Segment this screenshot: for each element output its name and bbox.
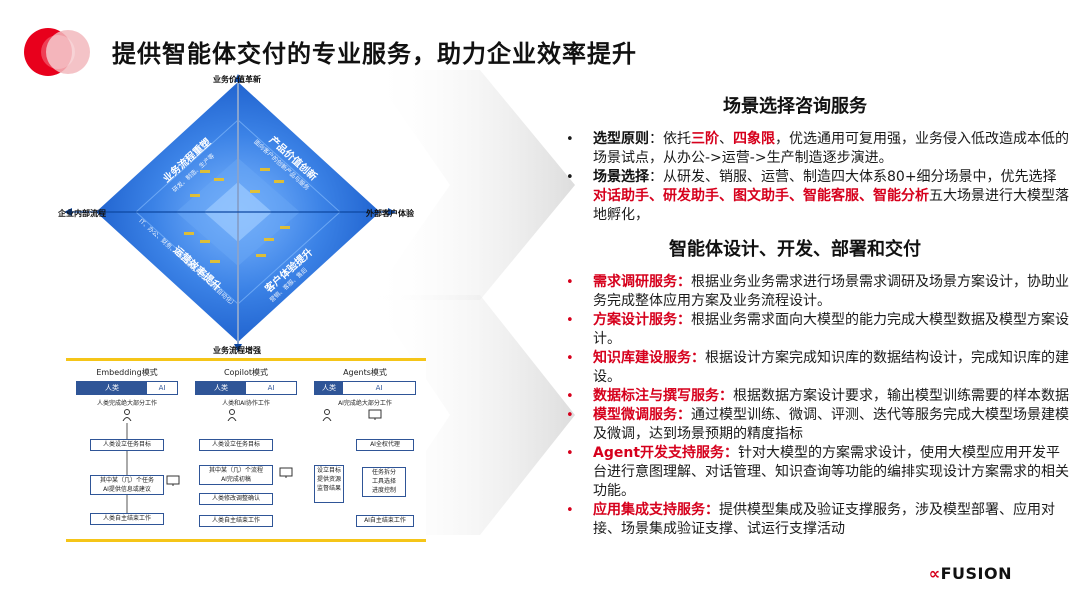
page-title: 提供智能体交付的专业服务，助力企业效率提升 <box>112 40 637 68</box>
item-text: 根据数据方案设计要求，输出模型训练需要的样本数据 <box>733 388 1069 404</box>
item-key: 需求调研服务： <box>593 274 691 290</box>
item-key: 数据标注与撰写服务： <box>593 388 733 404</box>
mode-title: Agents模式 <box>343 368 387 377</box>
role-bar: 人类 AI <box>195 381 297 395</box>
axis-top-label: 业务价值革新 <box>213 75 261 84</box>
bullet: • <box>566 446 574 461</box>
role-ai: AI <box>246 382 296 394</box>
step-box: AI全权代理 <box>356 439 414 451</box>
step-box: 人类设立任务目标 <box>90 439 164 451</box>
item-text: 五大场景进行大模型落地孵化， <box>593 188 1069 223</box>
brand-name: FUSION <box>940 564 1012 583</box>
mode-desc: 人类和AI协作工作 <box>222 400 270 407</box>
brand-mark-icon: ∝ <box>928 564 941 583</box>
list-item: • Agent开发支持服务：针对大模型的方案需求设计，使用大模型应用开发平台进行意… <box>560 444 1070 501</box>
bullet: • <box>566 313 574 328</box>
item-text: 针对大模型的方案需求设计，使用大模型应用开发平台进行意图理解、对话管理、知识查询… <box>593 445 1069 499</box>
brand-logo: ∝FUSION <box>929 564 1012 583</box>
item-text: 根据业务需求面向大模型的能力完成大模型数据及模型方案设计。 <box>593 312 1069 347</box>
item-key: 方案设计服务： <box>593 312 691 328</box>
section-title-delivery: 智能体设计、开发、部署和交付 <box>669 239 921 260</box>
axis-left-label: 企业内部流程 <box>58 209 106 218</box>
role-human: 人类 <box>77 382 147 394</box>
bullet: • <box>566 408 574 423</box>
role-human: 人类 <box>315 382 343 394</box>
mode-copilot: Copilot模式 人类 AI 人类和AI协作工作 人类设立任务目标 其中某（几… <box>189 367 303 529</box>
item-text: 根据业务业务需求进行场景需求调研及场景方案设计，协助业务完成整体应用方案及业务流… <box>593 274 1069 309</box>
bullet: • <box>566 170 574 185</box>
item-text: ：依托 <box>649 131 691 147</box>
item-key: Agent开发支持服务： <box>593 445 739 461</box>
list-item: • 模型微调服务：通过模型训练、微调、评测、迭代等服务完成大模型场景建模及微调，达… <box>560 406 1070 444</box>
role-ai: AI <box>343 382 415 394</box>
step-box: 人类自主结束工作 <box>90 513 164 525</box>
monitor-icon <box>279 467 293 478</box>
mode-desc: 人类完成绝大部分工作 <box>96 400 157 407</box>
list-item: • 知识库建设服务：根据设计方案完成知识库的数据结构设计，完成知识库的建设。 <box>560 349 1070 387</box>
list-item: • 需求调研服务：根据业务业务需求进行场景需求调研及场景方案设计，协助业务完成整体… <box>560 273 1070 311</box>
item-key: 应用集成支持服务： <box>593 502 719 518</box>
scenario-list: • 选型原则：依托三阶、四象限，优选通用可复用强，业务侵入低改造成本低的场景试点… <box>560 130 1070 225</box>
item-key: 选型原则 <box>593 131 649 147</box>
monitor-icon <box>368 409 382 420</box>
list-item: • 应用集成支持服务：提供模型集成及验证支撑服务，涉及模型部署、应用对接、场景集成… <box>560 501 1070 539</box>
item-highlight: 三阶 <box>691 131 719 147</box>
item-key: 场景选择 <box>593 169 649 185</box>
item-text: 提供模型集成及验证支撑服务，涉及模型部署、应用对接、场景集成验证支撑、试运行支撑… <box>593 502 1055 537</box>
person-icon <box>322 409 332 421</box>
delivery-list: • 需求调研服务：根据业务业务需求进行场景需求调研及场景方案设计，协助业务完成整体… <box>560 273 1070 539</box>
item-key: 模型微调服务： <box>593 407 691 423</box>
list-item: • 数据标注与撰写服务：根据数据方案设计要求，输出模型训练需要的样本数据 <box>560 387 1070 406</box>
axis-right-label: 外部客户体验 <box>366 209 414 218</box>
bullet: • <box>566 351 574 366</box>
mode-embedding: Embedding模式 人类 AI 人类完成绝大部分工作 人类设立任务目标 其中… <box>70 367 184 529</box>
bullet: • <box>566 132 574 147</box>
mode-title: Copilot模式 <box>223 368 269 377</box>
item-key: 知识库建设服务： <box>593 350 705 366</box>
services-panel: 场景选择咨询服务 • 选型原则：依托三阶、四象限，优选通用可复用强，业务侵入低改… <box>560 90 1070 539</box>
role-bar: 人类 AI <box>314 381 416 395</box>
axis-bottom-label: 业务流程增强 <box>213 346 261 355</box>
role-ai: AI <box>147 382 177 394</box>
step-box: 任务拆分 工具选择 进度控制 <box>362 467 406 497</box>
agent-modes-panel: Embedding模式 人类 AI 人类完成绝大部分工作 人类设立任务目标 其中… <box>66 358 426 542</box>
item-text: 、 <box>719 131 733 147</box>
step-box: 人类设立任务目标 <box>199 439 273 451</box>
step-box: 其中某（几）个任务 AI提供信息或建议 <box>90 475 164 495</box>
item-highlight: 四象限 <box>733 131 775 147</box>
section-title-scenario: 场景选择咨询服务 <box>723 96 867 117</box>
step-box: 人类修改调整确认 <box>199 493 273 505</box>
person-icon <box>122 409 132 421</box>
flow-line <box>126 423 128 513</box>
list-item: • 方案设计服务：根据业务需求面向大模型的能力完成大模型数据及模型方案设计。 <box>560 311 1070 349</box>
item-text: 根据设计方案完成知识库的数据结构设计，完成知识库的建设。 <box>593 350 1069 385</box>
mode-desc: AI完成绝大部分工作 <box>338 400 392 407</box>
list-item: • 选型原则：依托三阶、四象限，优选通用可复用强，业务侵入低改造成本低的场景试点… <box>560 130 1070 168</box>
item-text: 通过模型训练、微调、评测、迭代等服务完成大模型场景建模及微调，达到场景预期的精度… <box>593 407 1069 442</box>
bullet: • <box>566 275 574 290</box>
bullet: • <box>566 503 574 518</box>
monitor-icon <box>166 475 180 486</box>
role-human: 人类 <box>196 382 246 394</box>
scenario-quadrant-diamond: 业务价值革新 业务流程增强 企业内部流程 外部客户体验 业务流程重塑 研发、制造… <box>50 70 430 360</box>
mode-title: Embedding模式 <box>96 368 158 377</box>
item-text: ，优选通用可复用强，业务侵入低改造成本低的场景试点，从办公->运营->生产制造逐… <box>593 131 1069 166</box>
diamond-graphic <box>64 74 396 352</box>
mode-agents: Agents模式 人类 AI AI完成绝大部分工作 AI全权代理 设立目标 提供… <box>308 367 422 529</box>
step-box: AI自主结束工作 <box>356 515 414 527</box>
item-highlight: 对话助手、研发助手、图文助手、智能客服、智能分析 <box>593 188 929 204</box>
list-item: • 场景选择：从研发、销服、运营、制造四大体系80+细分场景中，优先选择对话助手… <box>560 168 1070 225</box>
step-box: 人类自主结束工作 <box>199 515 273 527</box>
role-bar: 人类 AI <box>76 381 178 395</box>
step-box: 其中某（几）个流程 AI完成初稿 <box>199 465 273 485</box>
item-text: ：从研发、销服、运营、制造四大体系80+细分场景中，优先选择 <box>649 169 1057 185</box>
step-box: 设立目标 提供资源 监督结果 <box>314 465 344 503</box>
person-icon <box>227 409 237 421</box>
bullet: • <box>566 389 574 404</box>
logo-circles <box>24 28 90 76</box>
